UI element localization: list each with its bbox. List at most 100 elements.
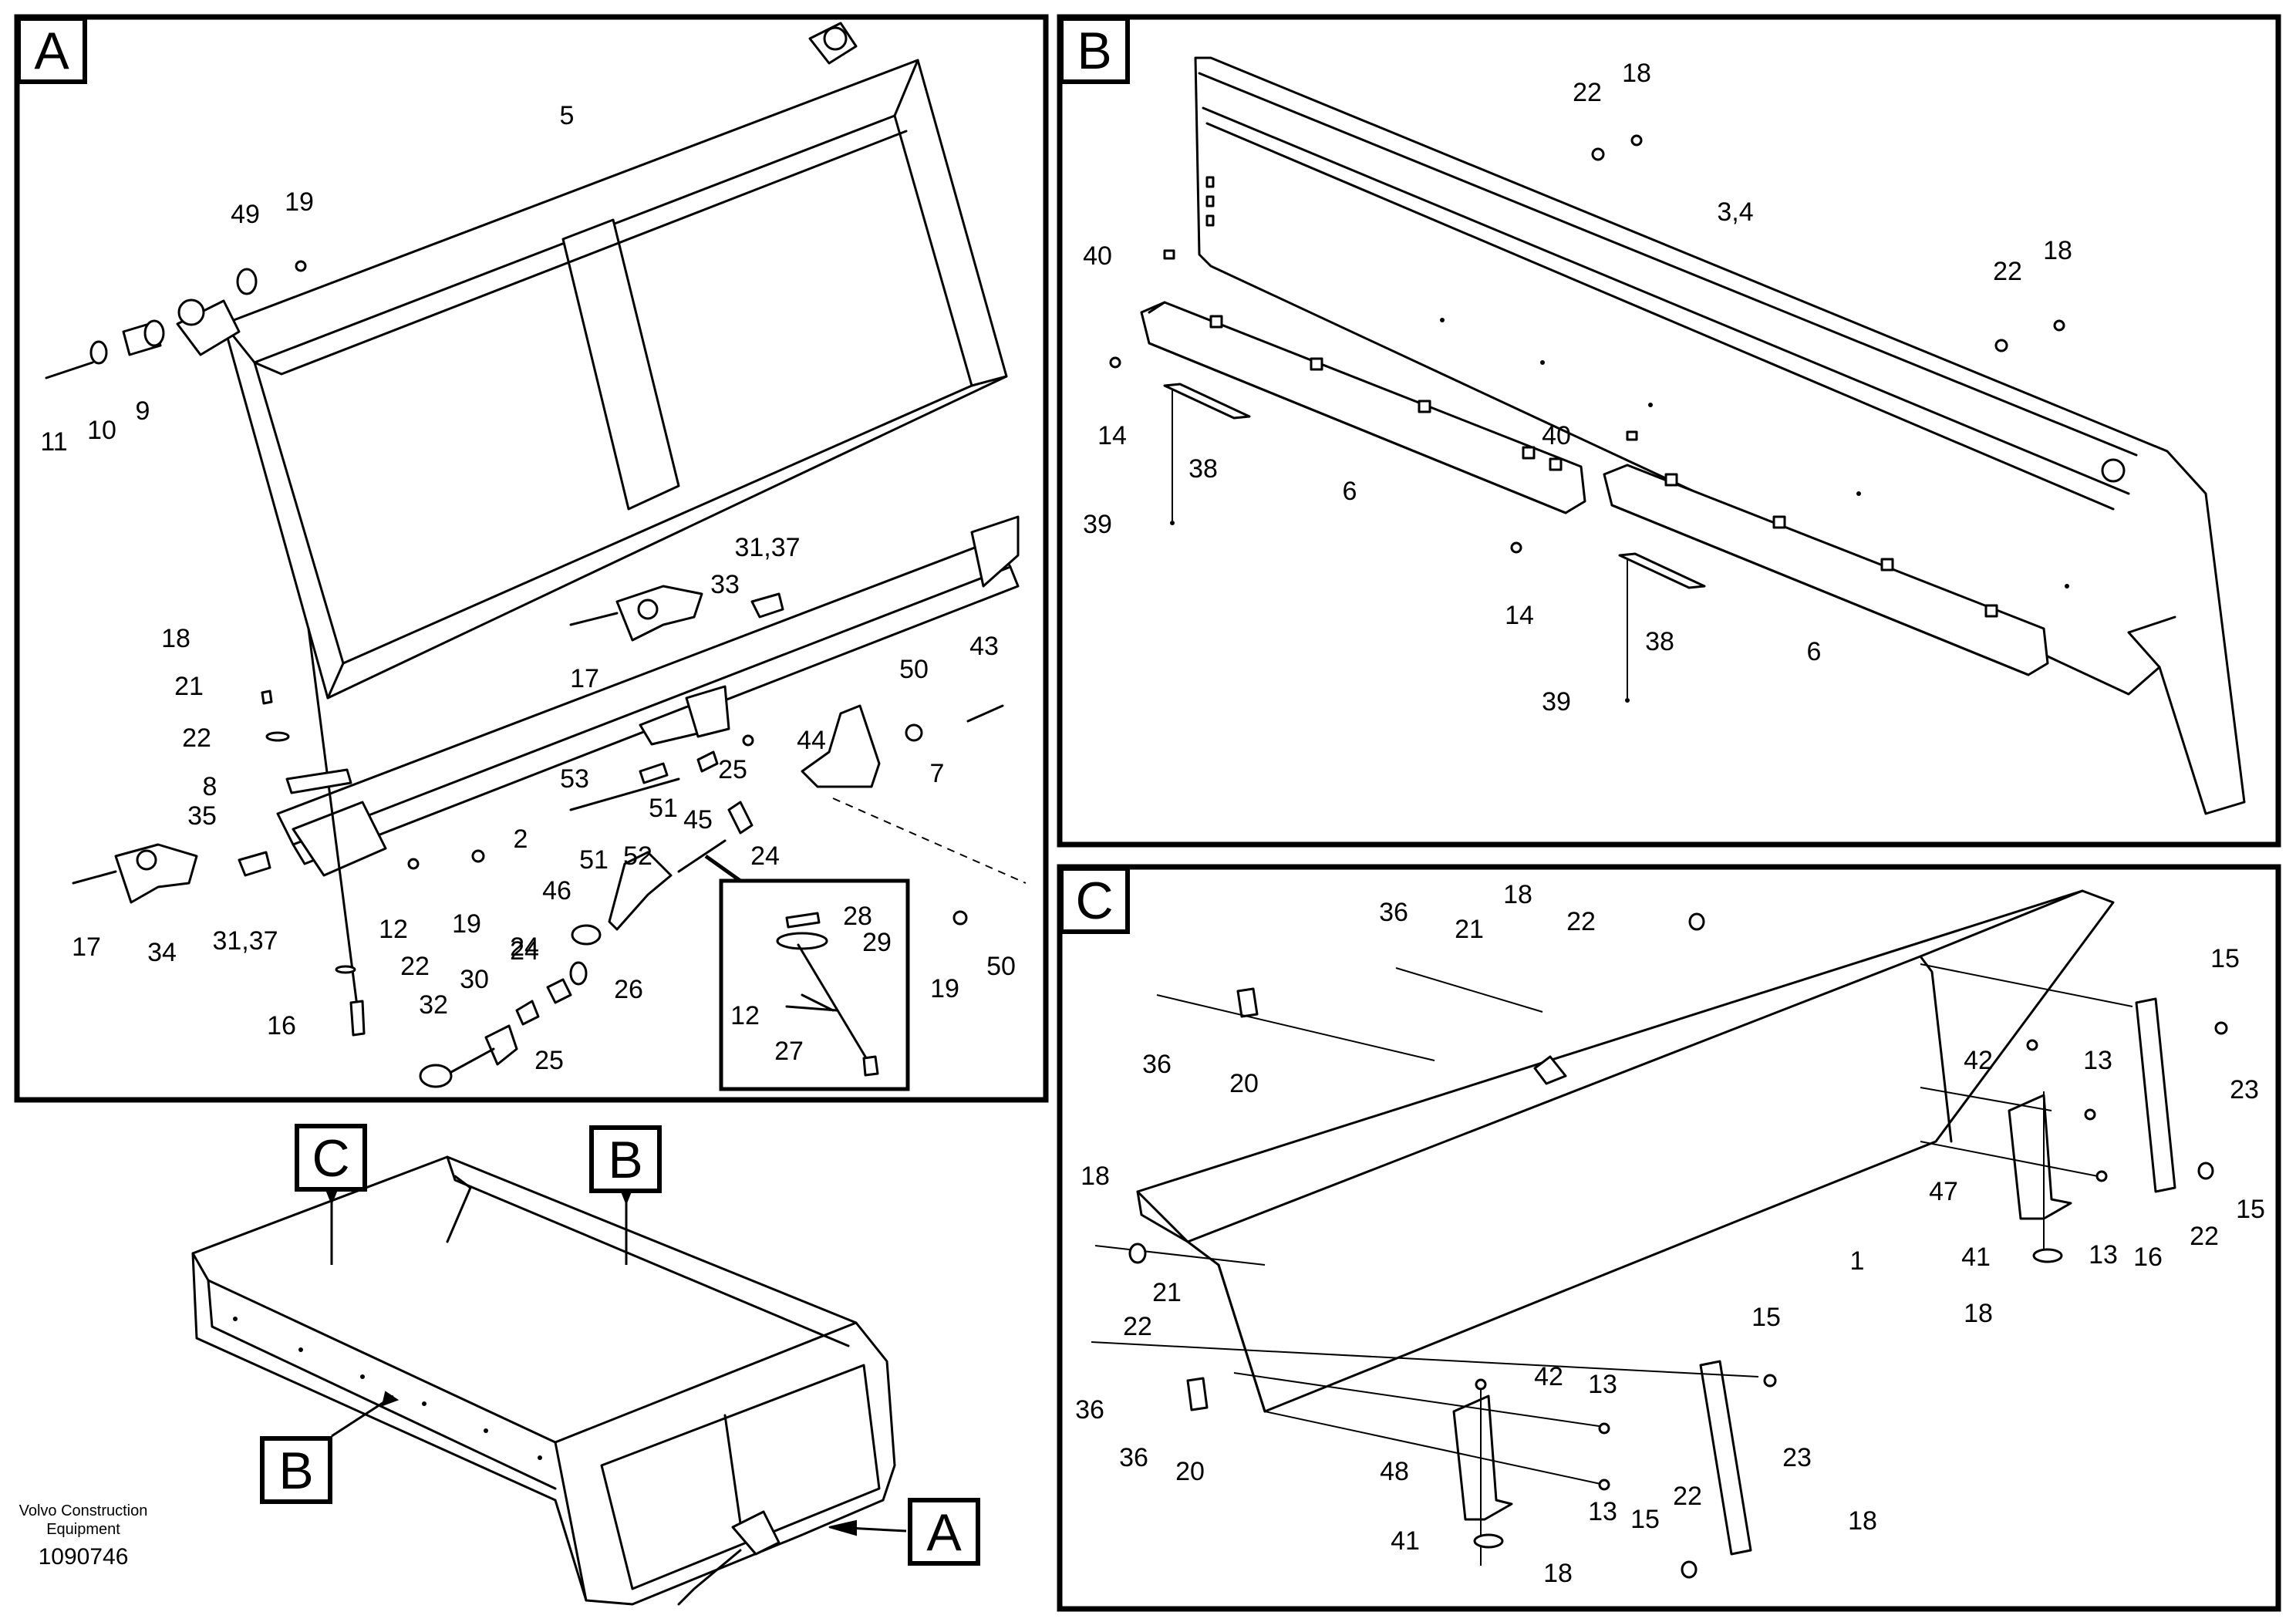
svg-text:A: A	[34, 22, 69, 80]
callout: 22	[1566, 907, 1596, 936]
callout: 25	[534, 1046, 564, 1075]
callout: 40	[1083, 241, 1112, 271]
callout: 15	[2210, 944, 2240, 973]
svg-text:A: A	[926, 1503, 962, 1562]
callout: 39	[1542, 687, 1571, 717]
panel-b-tag: B	[1059, 16, 1130, 84]
callout: 21	[174, 672, 204, 701]
callout: 16	[267, 1011, 296, 1040]
callout: 38	[1645, 627, 1674, 656]
callout: 14	[1505, 601, 1534, 630]
callout: 30	[460, 965, 489, 994]
panel-b-frame	[1057, 14, 2281, 848]
callout: 40	[1542, 421, 1571, 450]
svg-text:C: C	[312, 1129, 349, 1188]
company-line: Volvo Construction	[19, 1502, 148, 1519]
callout: 18	[1848, 1506, 1877, 1536]
callout: 20	[1229, 1069, 1259, 1098]
callout: 1	[1850, 1246, 1865, 1276]
callout: 14	[1097, 421, 1127, 450]
panel-b-artwork	[1109, 56, 2246, 815]
panel-c-frame	[1057, 864, 2281, 1612]
callout: 41	[1961, 1243, 1991, 1272]
callout: 27	[774, 1037, 804, 1066]
dump-body	[191, 1155, 896, 1606]
callout: 18	[2043, 236, 2072, 265]
overview-tag-c: C	[295, 1124, 367, 1192]
overview-tag-b-side: B	[260, 1436, 332, 1504]
callout: 39	[1083, 510, 1112, 539]
callout: 22	[1673, 1482, 1702, 1511]
overview-tag-b-top: B	[589, 1125, 662, 1193]
callout: 12	[730, 1001, 760, 1030]
callout: 36	[1142, 1050, 1172, 1079]
strip-23-right	[2135, 997, 2176, 1193]
callout: 22	[1993, 257, 2022, 286]
overview-tag-a: A	[908, 1498, 980, 1566]
callout: 34	[147, 938, 177, 967]
panel-c-tag: C	[1059, 866, 1130, 934]
callout: 41	[1391, 1526, 1420, 1556]
panel-a-artwork	[45, 22, 1027, 1091]
callout: 35	[187, 801, 217, 831]
callout: 32	[419, 990, 448, 1020]
callout: 21	[1152, 1278, 1182, 1307]
callout: 24	[750, 841, 780, 871]
callout: 48	[1380, 1457, 1409, 1486]
callout: 50	[899, 655, 929, 684]
callout: 19	[452, 909, 481, 939]
callout: 22	[2190, 1222, 2219, 1251]
callout: 6	[1343, 477, 1357, 506]
svg-text:B: B	[278, 1442, 313, 1500]
callout: 17	[72, 932, 101, 962]
callout: 31,37	[734, 533, 800, 562]
callout: 8	[203, 772, 217, 801]
callout: 12	[379, 915, 408, 944]
panel-a-callouts: 5 49 19 11 10 9 31,37 33 17 18 21 22 8 3…	[40, 101, 1016, 1075]
callout: 51	[649, 794, 678, 823]
wall-panel-1	[1136, 889, 2115, 1413]
callout: 36	[1075, 1395, 1104, 1425]
callout: 28	[843, 902, 872, 931]
callout: 21	[1455, 915, 1484, 944]
callout: 29	[862, 928, 892, 957]
callout: 18	[161, 624, 190, 653]
callout: 45	[683, 805, 713, 835]
callout: 13	[1588, 1497, 1617, 1526]
callout: 52	[623, 841, 652, 871]
panel-c-callouts: 18 22 36 21 15 36 20 42 13 23 18 47 1 21…	[1075, 880, 2265, 1588]
callout: 19	[930, 974, 959, 1003]
callout: 10	[87, 416, 116, 445]
callout: 18	[1964, 1299, 1993, 1328]
callout: 9	[136, 396, 150, 426]
callout: 18	[1503, 880, 1532, 909]
company-line: Equipment	[46, 1521, 120, 1538]
callout: 16	[2133, 1243, 2163, 1272]
callout: 47	[1929, 1177, 1958, 1206]
callout: 23	[2230, 1075, 2259, 1104]
callout: 19	[285, 187, 314, 217]
callout: 38	[1188, 454, 1218, 484]
callout: 36	[1119, 1443, 1148, 1472]
callout: 31,37	[212, 926, 278, 956]
callout: 18	[1543, 1559, 1573, 1588]
callout: 13	[2089, 1240, 2118, 1270]
callout: 46	[542, 876, 571, 905]
callout: 7	[930, 759, 945, 788]
callout: 6	[1807, 637, 1822, 666]
panel-a-frame	[14, 14, 1049, 1103]
callout: 42	[1964, 1046, 1993, 1075]
callout: 44	[797, 726, 826, 755]
callout: 43	[969, 632, 999, 661]
callout: 3,4	[1717, 197, 1753, 227]
callout: 17	[570, 664, 599, 693]
callout: 50	[986, 952, 1016, 981]
callout: 22	[1573, 78, 1602, 107]
callout: 13	[2083, 1046, 2112, 1075]
callout: 36	[1379, 898, 1408, 927]
strip-23-lower	[1699, 1360, 1752, 1556]
callout: 2	[514, 824, 528, 854]
callout: 15	[2236, 1195, 2265, 1224]
